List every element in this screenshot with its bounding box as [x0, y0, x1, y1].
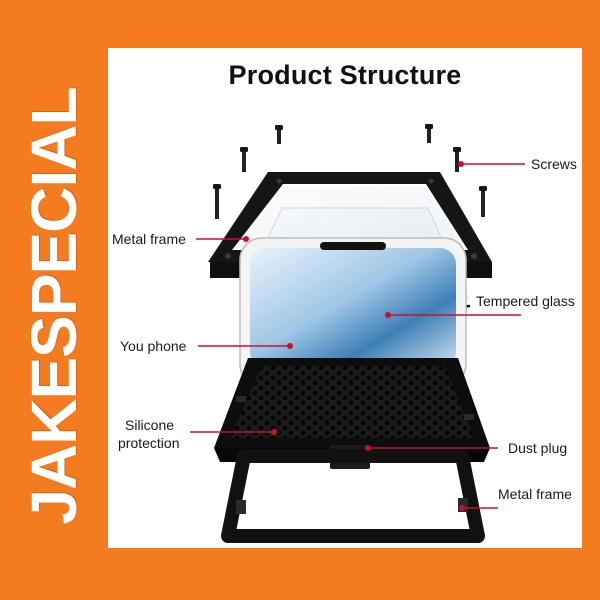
- leader-dot: [243, 236, 249, 242]
- label-metal-frame-bottom: Metal frame: [498, 486, 572, 502]
- leader-dot: [385, 312, 391, 318]
- screws-group: [213, 124, 487, 219]
- leader-lines: [190, 161, 525, 511]
- leader-dot: [459, 505, 465, 511]
- label-metal-frame-top: Metal frame: [112, 231, 186, 247]
- bottom-metal-frame-icon: [221, 449, 485, 543]
- page-title: Product Structure: [228, 60, 462, 90]
- phone-icon: [239, 237, 467, 387]
- screw-icon: [479, 186, 487, 217]
- screw-icon: [213, 184, 221, 219]
- brand-band-bottom: [0, 548, 600, 600]
- label-screws: Screws: [531, 156, 577, 172]
- label-silicone-line1: Silicone: [125, 417, 175, 433]
- leader-dot: [271, 429, 277, 435]
- leader-dot: [365, 445, 371, 451]
- label-dust-plug: Dust plug: [508, 440, 568, 456]
- screw-icon: [453, 147, 461, 172]
- screw-icon: [425, 124, 433, 143]
- label-you-phone: You phone: [120, 338, 187, 354]
- screw-icon: [240, 147, 248, 172]
- leader-dot: [287, 343, 293, 349]
- brand-band-right: [582, 0, 600, 600]
- brand-band-left: [0, 0, 108, 600]
- label-tempered-glass: Tempered glass: [476, 293, 575, 309]
- leader-dot: [458, 161, 464, 167]
- brand-band-top: [0, 0, 600, 48]
- label-silicone-line2: protection: [118, 435, 180, 451]
- screw-icon: [275, 125, 283, 144]
